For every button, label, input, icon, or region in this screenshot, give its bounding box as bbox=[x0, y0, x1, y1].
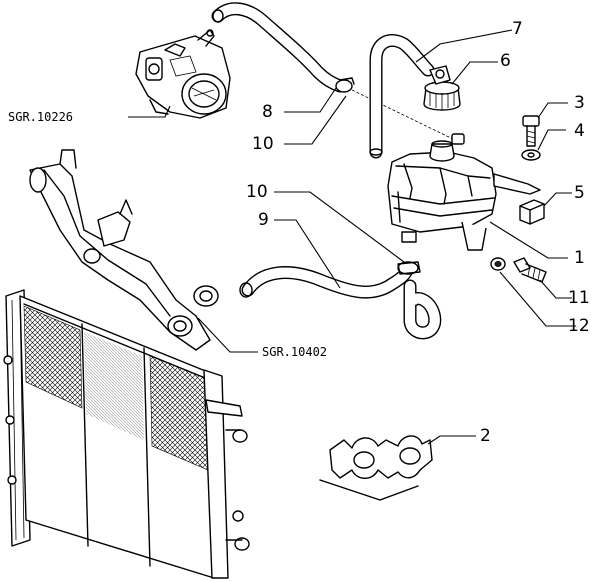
callout-7: 7 bbox=[512, 19, 523, 39]
nut-12 bbox=[490, 257, 506, 271]
callout-12: 12 bbox=[568, 316, 590, 336]
callout-4: 4 bbox=[574, 121, 585, 141]
callout-8: 8 bbox=[262, 102, 273, 122]
hose-8 bbox=[211, 2, 347, 93]
throttle-body bbox=[135, 29, 231, 119]
ref-line-water-pipe bbox=[197, 317, 258, 353]
hose-clamp-10-upper bbox=[335, 77, 355, 93]
callout-3: 3 bbox=[574, 93, 585, 113]
callout-2: 2 bbox=[480, 426, 491, 446]
callout-11: 11 bbox=[568, 288, 590, 308]
hose-clip-2 bbox=[319, 435, 433, 501]
callout-9: 9 bbox=[258, 210, 269, 230]
screw-3 bbox=[522, 115, 540, 147]
expansion-tank-1 bbox=[387, 133, 541, 251]
hose-9 bbox=[239, 261, 415, 299]
rubber-mount-5 bbox=[519, 199, 545, 225]
dashed-link bbox=[351, 89, 456, 141]
hose-clamp-10-lower bbox=[397, 261, 421, 275]
ref-throttle-body: SGR.10226 bbox=[8, 110, 73, 124]
filler-cap-6 bbox=[423, 65, 461, 111]
water-pipe bbox=[29, 149, 219, 351]
washer-4 bbox=[521, 149, 541, 161]
callout-1: 1 bbox=[574, 248, 585, 268]
callout-10-upper: 10 bbox=[252, 134, 274, 154]
callout-6: 6 bbox=[500, 51, 511, 71]
leader-lines bbox=[274, 29, 576, 445]
screw-11 bbox=[513, 257, 547, 283]
callout-10-lower: 10 bbox=[246, 182, 268, 202]
ref-line-throttle-body bbox=[128, 105, 171, 118]
callout-5: 5 bbox=[574, 183, 585, 203]
ref-water-pipe: SGR.10402 bbox=[262, 345, 327, 359]
return-hose bbox=[403, 279, 442, 340]
radiator bbox=[3, 289, 250, 579]
hose-7 bbox=[369, 34, 435, 159]
